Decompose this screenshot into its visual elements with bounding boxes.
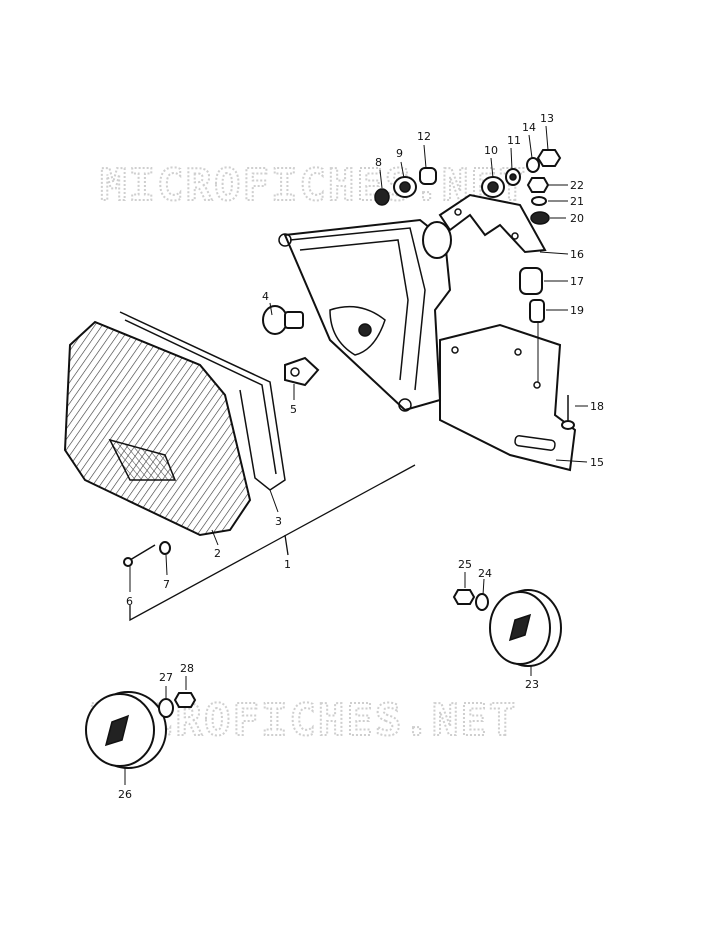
- callout-6: 6: [126, 595, 133, 608]
- callout-19: 19: [570, 304, 584, 317]
- washer-27: [158, 698, 174, 718]
- callout-5: 5: [290, 403, 297, 416]
- reflector-26: [85, 691, 167, 769]
- callout-17: 17: [570, 275, 584, 288]
- callout-12: 12: [417, 130, 431, 143]
- nut-25: [452, 589, 476, 605]
- tail-light-housing: [278, 218, 452, 412]
- assembly-bracket-1: [129, 464, 416, 622]
- callout-16: 16: [570, 248, 584, 261]
- callout-4: 4: [262, 290, 269, 303]
- nut-28: [173, 692, 197, 708]
- bulb-socket: [284, 356, 320, 387]
- nut-13: [536, 149, 562, 167]
- washer-24: [475, 593, 489, 611]
- washer-21: [531, 196, 547, 206]
- callout-28: 28: [180, 662, 194, 675]
- bulb: [262, 305, 304, 335]
- washer-11: [505, 168, 521, 186]
- reflector-23: [489, 589, 562, 667]
- washer-14: [526, 157, 540, 173]
- lens: [63, 320, 252, 537]
- callout-15: 15: [590, 456, 604, 469]
- grommet-9: [393, 176, 417, 198]
- callout-14: 14: [522, 121, 536, 134]
- screw-6: [123, 544, 156, 567]
- bracket: [438, 193, 547, 254]
- gasket: [119, 311, 286, 491]
- cushion-17: [519, 267, 543, 295]
- callout-labels: 1 2 3 4 5 6 7 8 9 10 11 12 13 14 15 16 1…: [118, 112, 604, 801]
- nut-22: [526, 177, 550, 193]
- callout-2: 2: [214, 547, 221, 560]
- callout-22: 22: [570, 179, 584, 192]
- callout-3: 3: [275, 515, 282, 528]
- callout-13: 13: [540, 112, 554, 125]
- callout-1: 1: [284, 558, 291, 571]
- callout-21: 21: [570, 195, 584, 208]
- callout-18: 18: [590, 400, 604, 413]
- callout-25: 25: [458, 558, 472, 571]
- callout-23: 23: [525, 678, 539, 691]
- callout-20: 20: [570, 212, 584, 225]
- bolt-18: [561, 395, 575, 430]
- washer-8: [374, 188, 390, 206]
- callout-10: 10: [484, 144, 498, 157]
- callout-9: 9: [396, 147, 403, 160]
- collar-12: [419, 167, 437, 185]
- callout-26: 26: [118, 788, 132, 801]
- callout-8: 8: [375, 156, 382, 169]
- leader-lines: [124, 125, 588, 785]
- grommet-10: [481, 176, 505, 198]
- mounting-plate: [439, 323, 577, 472]
- collar-19: [529, 299, 545, 323]
- washer-7: [159, 541, 171, 555]
- callout-24: 24: [478, 567, 492, 580]
- callout-7: 7: [163, 578, 170, 591]
- watermark-top: MICROFICHES.NET: [100, 160, 527, 211]
- callout-27: 27: [159, 671, 173, 684]
- washer-20: [530, 211, 550, 225]
- callout-11: 11: [507, 134, 521, 147]
